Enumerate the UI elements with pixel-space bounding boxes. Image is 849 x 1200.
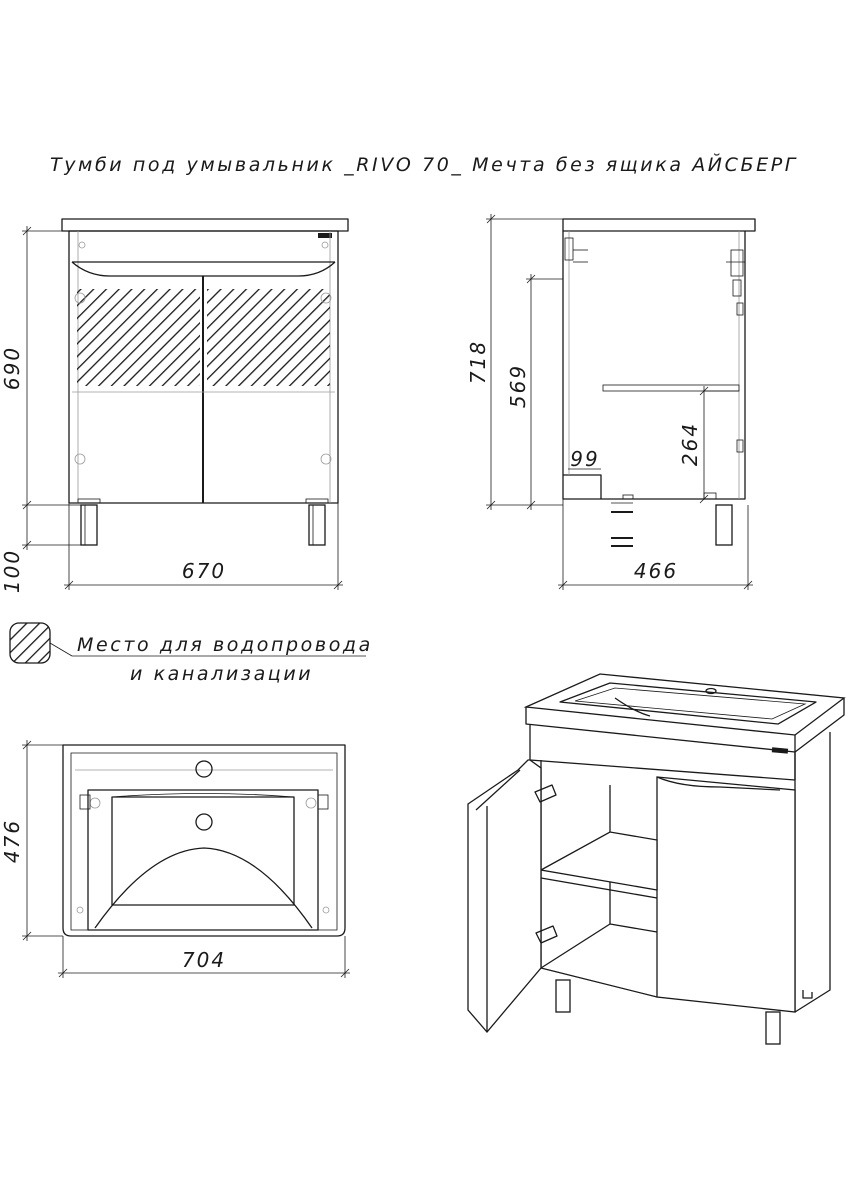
side-leg bbox=[715, 504, 733, 546]
front-leg-right bbox=[308, 504, 326, 546]
iso-shelf bbox=[539, 831, 658, 891]
side-depth-label: 466 bbox=[634, 559, 678, 583]
front-plumbing-zone-left bbox=[77, 289, 200, 386]
top-view: 476 704 bbox=[0, 740, 350, 978]
side-shelf-height-label: 264 bbox=[678, 422, 702, 466]
front-width-label: 670 bbox=[182, 559, 226, 583]
front-handle-strip bbox=[71, 261, 336, 277]
iso-hinge-top bbox=[534, 784, 557, 803]
front-view: 690 100 670 bbox=[0, 218, 349, 593]
top-outline bbox=[62, 744, 346, 937]
iso-right-door bbox=[656, 776, 796, 1013]
side-plinth-label: 99 bbox=[570, 447, 599, 471]
iso-left-door bbox=[467, 759, 542, 1034]
top-basin-slope bbox=[94, 847, 313, 929]
iso-side-panel bbox=[794, 732, 831, 1013]
side-total-height-label: 718 bbox=[466, 340, 490, 384]
top-width-label: 704 bbox=[182, 948, 226, 972]
front-logo-badge bbox=[318, 233, 332, 238]
drawing-title: Тумби под умывальник _RIVO 70_ Мечта без… bbox=[50, 153, 798, 176]
top-faucet-hole bbox=[195, 760, 213, 778]
iso-hinge-bottom bbox=[535, 925, 558, 944]
iso-leg-left bbox=[555, 979, 571, 1013]
iso-logo-badge bbox=[771, 747, 789, 754]
front-plumbing-zone-right bbox=[207, 289, 330, 386]
top-basin-rim bbox=[87, 789, 319, 931]
top-drain-hole bbox=[195, 813, 213, 831]
legend-line-2: и канализации bbox=[130, 663, 313, 685]
iso-countertop-top bbox=[523, 673, 846, 736]
legend-line-1: Место для водопровода bbox=[77, 634, 373, 656]
side-view: 718 569 264 99 466 bbox=[466, 214, 756, 590]
side-shelf bbox=[602, 384, 740, 392]
legend-hatch-swatch bbox=[10, 623, 50, 663]
iso-leg-right bbox=[765, 1011, 781, 1045]
front-height-label: 690 bbox=[0, 346, 24, 390]
side-inner-height-label: 569 bbox=[506, 364, 530, 408]
front-leg-left bbox=[80, 504, 98, 546]
front-countertop bbox=[61, 218, 349, 232]
side-carcass bbox=[562, 231, 746, 500]
isometric-view bbox=[467, 673, 846, 1045]
side-countertop bbox=[562, 218, 756, 232]
top-depth-label: 476 bbox=[0, 819, 24, 863]
front-legs-height-label: 100 bbox=[0, 549, 24, 593]
legend: Место для водопровода и канализации bbox=[9, 622, 373, 685]
